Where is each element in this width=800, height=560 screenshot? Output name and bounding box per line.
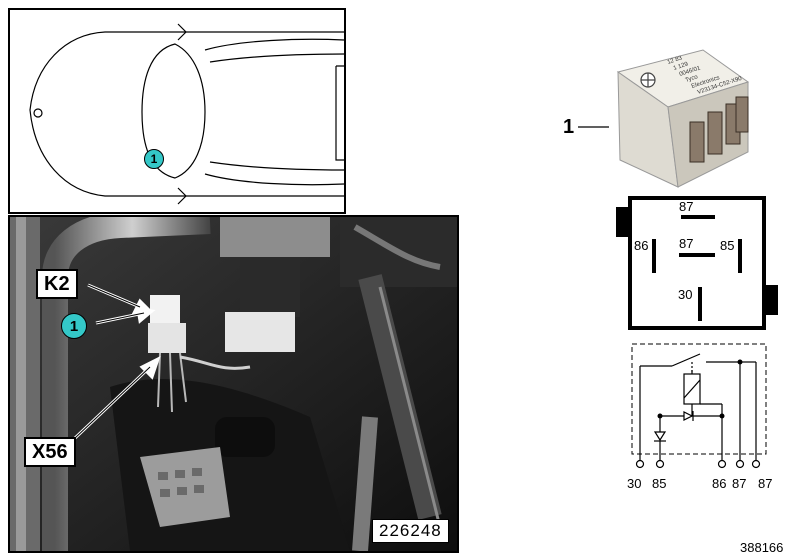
location-callout: 1 bbox=[144, 149, 164, 169]
relay-marking-line: 1 129 bbox=[673, 61, 690, 72]
label-k2: K2 bbox=[36, 269, 78, 299]
reference-number: 388166 bbox=[740, 540, 784, 555]
relay-circuit-schematic: 30 85 86 87 87 bbox=[627, 343, 772, 491]
pin-label-86: 86 bbox=[634, 238, 648, 253]
pin-label-85: 85 bbox=[720, 238, 734, 253]
terminal-87-b: 87 bbox=[758, 476, 772, 491]
terminal-30: 30 bbox=[627, 476, 641, 491]
photo-number: 226248 bbox=[372, 519, 449, 543]
pin-label-87-top: 87 bbox=[679, 199, 693, 214]
relay-marking: 12 831 1290046/01TycoElectronicsV23134-C… bbox=[667, 55, 744, 96]
installation-photo-panel: K2 1 X56 226248 bbox=[8, 215, 459, 553]
relay-marking-line: 12 83 bbox=[667, 55, 684, 66]
part-label: 1 bbox=[563, 116, 575, 138]
part-leader-line bbox=[578, 126, 609, 128]
terminal-87-a: 87 bbox=[732, 476, 746, 491]
terminal-86: 86 bbox=[712, 476, 726, 491]
pin-label-87-center: 87 bbox=[679, 236, 693, 251]
label-x56: X56 bbox=[24, 437, 76, 467]
relay-marking-line: Tyco bbox=[685, 74, 700, 84]
photo-callout: 1 bbox=[61, 313, 87, 339]
pin-label-30: 30 bbox=[678, 287, 692, 302]
relay-pinout-diagram: 87 86 87 85 30 bbox=[616, 196, 778, 330]
car-outline-drawing bbox=[29, 23, 344, 205]
terminal-85: 85 bbox=[652, 476, 666, 491]
relay-image: 12 831 1290046/01TycoElectronicsV23134-C… bbox=[616, 49, 750, 188]
installation-photo bbox=[10, 217, 457, 551]
vehicle-location-panel: 1 bbox=[8, 8, 346, 214]
